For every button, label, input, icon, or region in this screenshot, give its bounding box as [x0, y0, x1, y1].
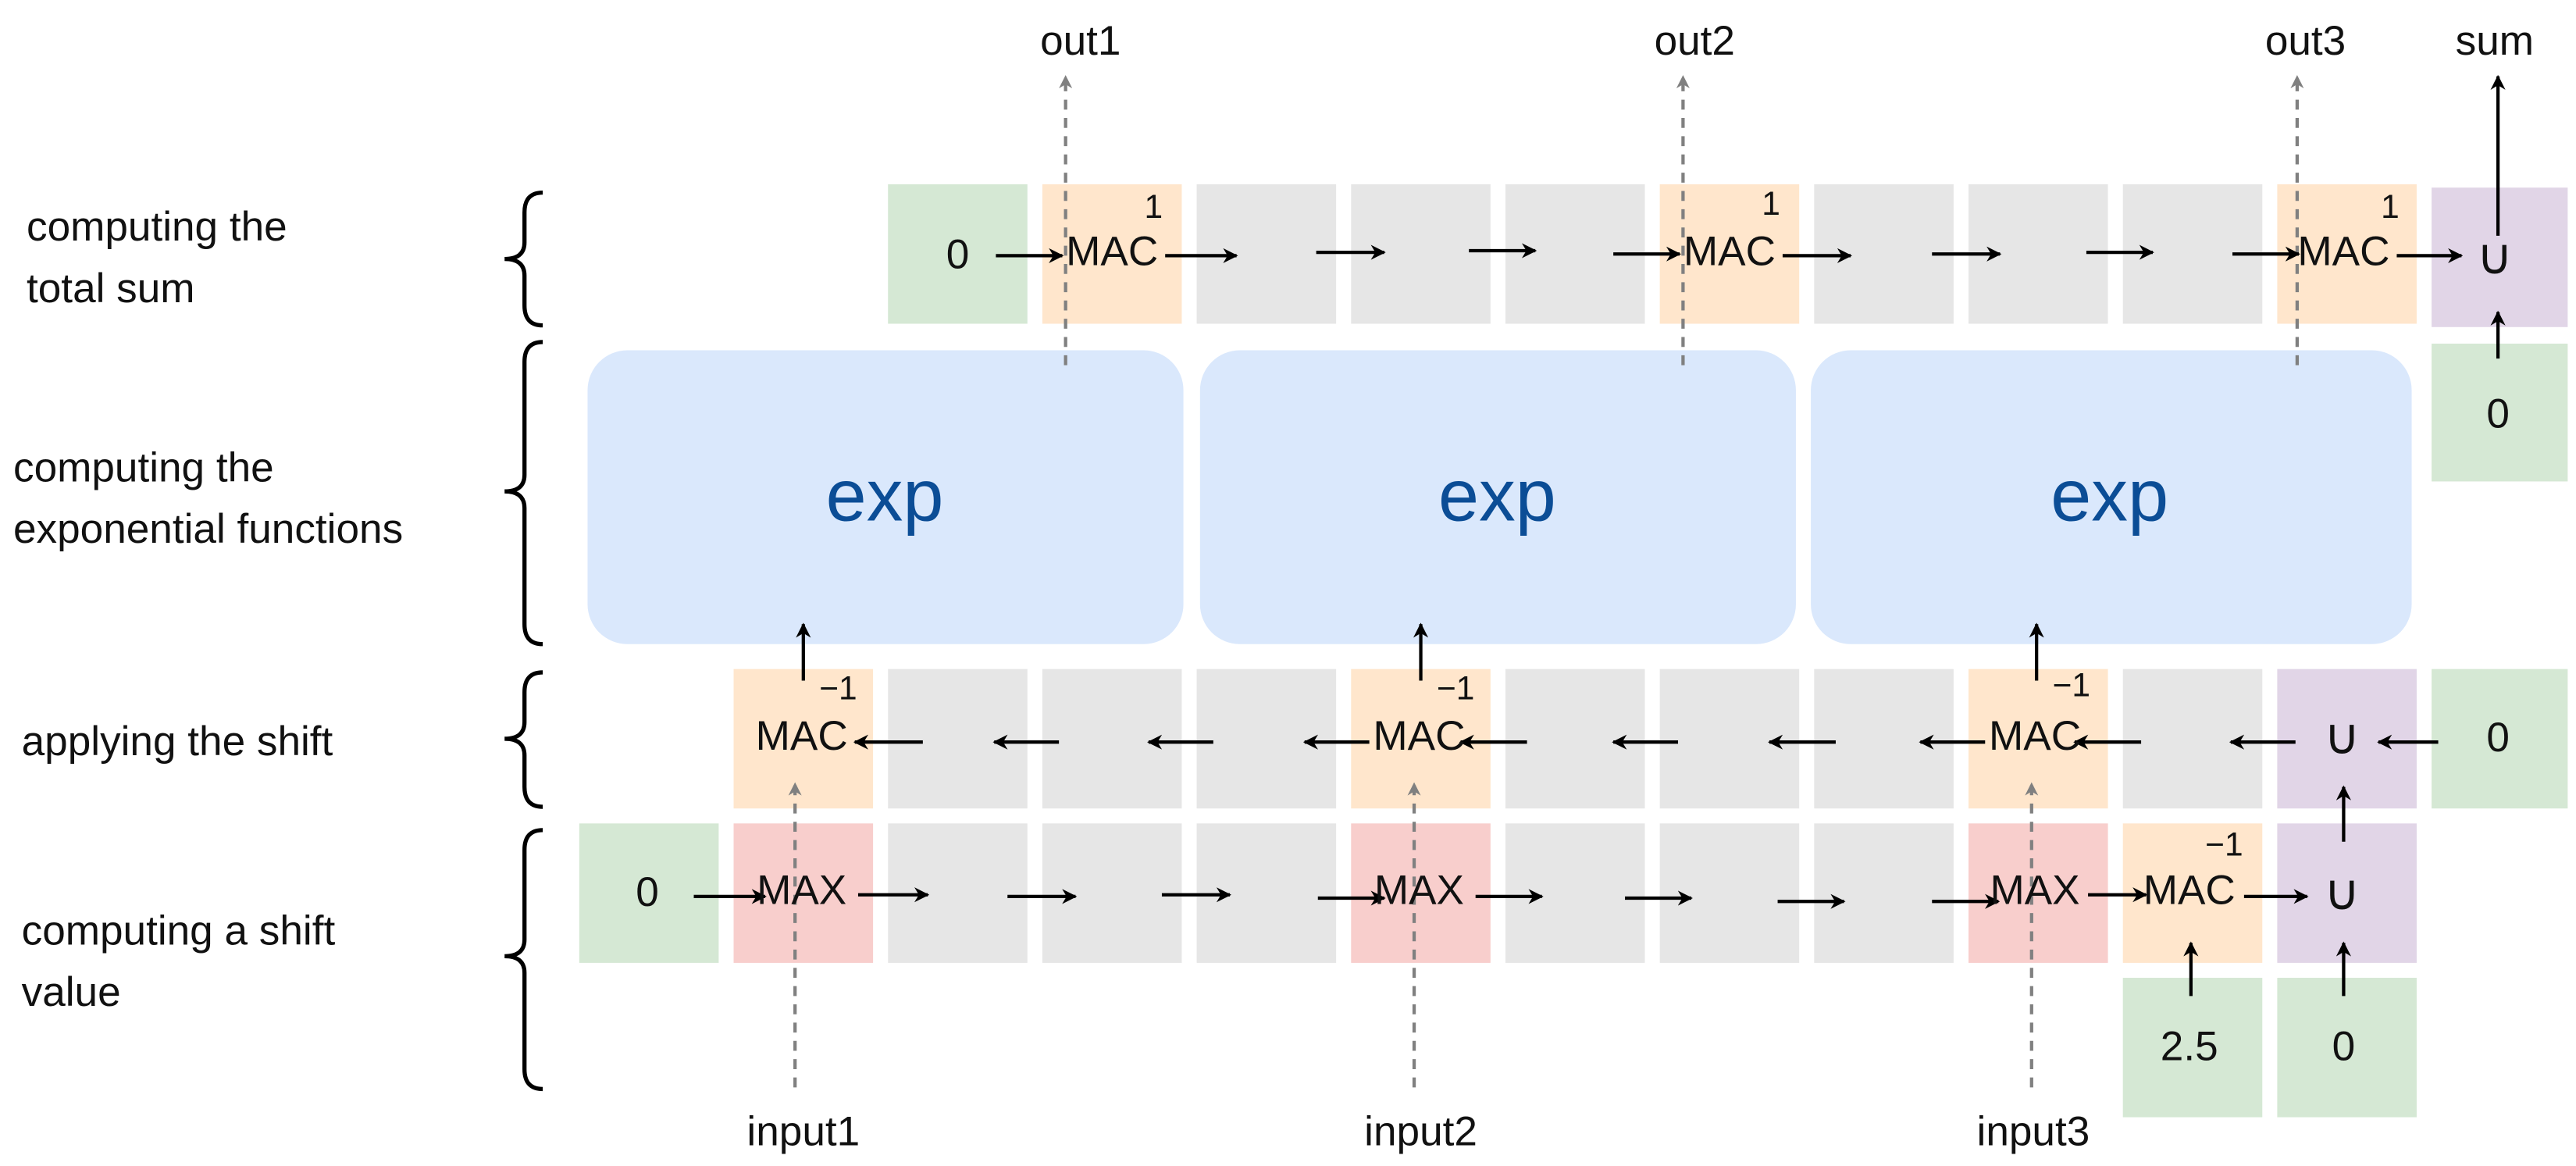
- input-label-input1: input1: [746, 1109, 860, 1155]
- shift-apply-row: [733, 669, 2568, 809]
- zero-label: 0: [636, 869, 659, 915]
- gray-cell: [1814, 669, 1954, 809]
- mac-cell: [2277, 184, 2417, 324]
- mac-sup-label: −1: [819, 671, 857, 708]
- mac-sup-label: −1: [2205, 826, 2243, 863]
- gray-cell: [1042, 669, 1182, 809]
- brace-total-sum: [504, 190, 543, 328]
- exp-block-1: [587, 350, 1184, 644]
- input-label-input2: input2: [1364, 1109, 1477, 1155]
- row-label-shift-apply: applying the shift: [22, 718, 333, 765]
- row-label-exponential: computing the exponential functions: [13, 444, 403, 552]
- mac-sup-label: 1: [2381, 189, 2400, 226]
- const-label: 2.5: [2161, 1023, 2218, 1069]
- mac-cell: [733, 669, 874, 809]
- zero-label: 0: [946, 232, 970, 278]
- output-label-out3: out3: [2265, 18, 2346, 64]
- union-label: ∪: [2324, 865, 2360, 921]
- exp-row: exp exp exp: [587, 350, 2412, 644]
- zero-label: 0: [2486, 391, 2510, 437]
- input-label-input3: input3: [1977, 1109, 2090, 1155]
- gray-cell: [1659, 669, 1800, 809]
- output-label-sum: sum: [2456, 18, 2534, 64]
- zero-cell: [2432, 669, 2568, 809]
- output-label-out1: out1: [1040, 18, 1121, 64]
- exp-block-3: [1811, 350, 2412, 644]
- gray-cell: [1659, 823, 1800, 963]
- gray-cell: [1505, 823, 1645, 963]
- mac-label: MAC: [2297, 228, 2389, 274]
- exp-block-2: [1199, 350, 1796, 644]
- mac-label: MAC: [1683, 228, 1776, 274]
- zero-label: 0: [2486, 715, 2510, 761]
- row-label-total-sum-line2: total sum: [27, 266, 195, 312]
- row-label-shift-value-line2: value: [22, 969, 121, 1015]
- row-label-exponential-line2: exponential functions: [13, 506, 403, 552]
- row-label-exponential-line1: computing the: [13, 444, 274, 490]
- zero-cell: [2277, 978, 2417, 1118]
- exp-label-2: exp: [1438, 455, 1556, 537]
- brace-shift-apply: [504, 670, 543, 809]
- max-label: MAX: [757, 868, 846, 914]
- max-cell: [1969, 823, 2108, 963]
- mac-label: MAC: [1373, 713, 1465, 759]
- zero-cell: [888, 184, 1028, 324]
- max-label: MAX: [1990, 868, 2079, 914]
- mac-sup-label: 1: [1145, 189, 1163, 226]
- union-label: ∪: [2324, 708, 2360, 765]
- gray-cell: [2122, 669, 2263, 809]
- zero-cell: [579, 823, 719, 963]
- zero-cell: [2432, 344, 2568, 482]
- max-label: MAX: [1374, 868, 1464, 914]
- row-label-shift-apply-line1: applying the shift: [22, 718, 333, 765]
- row-label-shift-value-line1: computing a shift: [22, 908, 336, 954]
- shift-value-row: [579, 823, 2417, 1118]
- union-cell: [2277, 669, 2417, 809]
- row-label-total-sum-line1: computing the: [27, 204, 287, 250]
- mac-label: MAC: [1989, 713, 2081, 759]
- exp-label-3: exp: [2050, 455, 2168, 537]
- gray-cell: [1196, 669, 1337, 809]
- gray-cell: [888, 669, 1028, 809]
- gray-cell: [1505, 669, 1645, 809]
- mac-label: MAC: [1066, 228, 1158, 274]
- zero-label: 0: [2332, 1023, 2356, 1069]
- exp-label-1: exp: [826, 455, 944, 537]
- const-cell: [2122, 978, 2263, 1118]
- brace-exponential: [504, 340, 543, 647]
- mac-label: MAC: [756, 713, 848, 759]
- row-label-total-sum: computing the total sum: [27, 204, 287, 312]
- mac-sup-label: 1: [1762, 186, 1780, 223]
- row-label-shift-value: computing a shift value: [22, 908, 336, 1016]
- union-label: ∪: [2477, 229, 2514, 285]
- gray-cell: [1814, 823, 1954, 963]
- mac-sup-label: −1: [2053, 667, 2090, 704]
- mac-sup-label: −1: [1437, 671, 1474, 708]
- output-label-out2: out2: [1655, 18, 1735, 64]
- mac-label: MAC: [2143, 868, 2236, 914]
- brace-shift-value: [504, 828, 543, 1092]
- gray-cell: [1042, 823, 1182, 963]
- gray-cell: [1196, 184, 1337, 324]
